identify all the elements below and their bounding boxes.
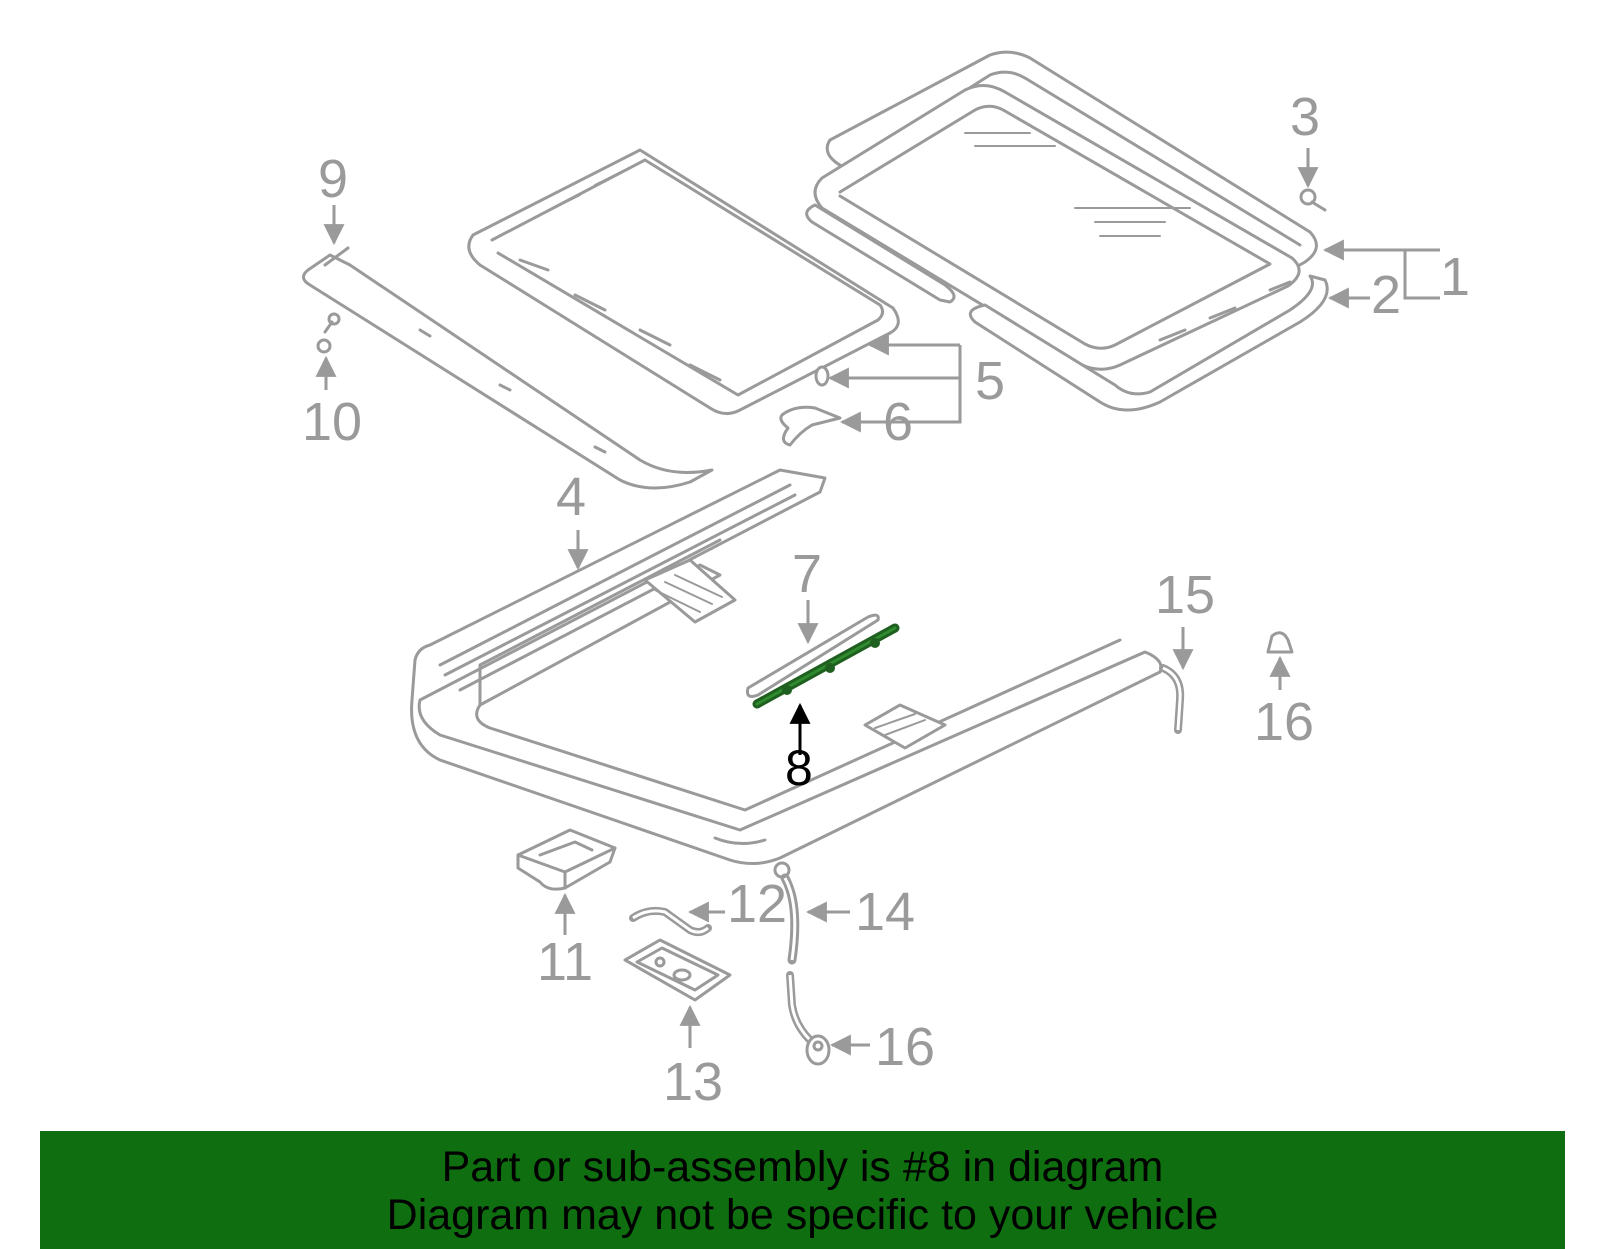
sunroof-frame <box>410 468 1163 865</box>
callout-1: 1 <box>1440 247 1470 307</box>
info-banner: Part or sub-assembly is #8 in diagram Di… <box>40 1131 1565 1249</box>
banner-line-1: Part or sub-assembly is #8 in diagram <box>441 1143 1164 1191</box>
cable-part-8-highlighted <box>752 623 900 709</box>
bracket-part-12 <box>629 906 712 937</box>
sunroof-glass-assembly <box>805 50 1329 412</box>
screw-part-3 <box>1299 188 1327 212</box>
callout-15: 15 <box>1155 565 1215 625</box>
callout-12: 12 <box>727 874 787 934</box>
callout-6: 6 <box>883 392 913 452</box>
callout-9: 9 <box>318 149 348 209</box>
callout-4: 4 <box>556 467 586 527</box>
callout-14: 14 <box>855 882 915 942</box>
clip-part-6 <box>779 365 842 447</box>
callout-11: 11 <box>537 932 593 992</box>
callout-13: 13 <box>663 1052 723 1112</box>
leader-lines <box>315 148 1440 1056</box>
drain-hose-part-15 <box>1159 664 1185 734</box>
guide-rail-part-7 <box>746 613 880 698</box>
callout-8-active: 8 <box>785 740 813 796</box>
banner-line-2: Diagram may not be specific to your vehi… <box>386 1191 1219 1239</box>
callout-16-bottom: 16 <box>875 1017 935 1077</box>
callout-5: 5 <box>975 351 1005 411</box>
wind-deflector <box>302 246 714 490</box>
callout-7: 7 <box>792 544 822 604</box>
callout-3: 3 <box>1290 87 1320 147</box>
drain-hose-part-14 <box>773 861 831 1066</box>
clip-part-10 <box>316 312 341 354</box>
grommet-part-16 <box>1266 631 1294 654</box>
callout-2: 2 <box>1371 265 1401 325</box>
plate-part-13 <box>623 938 732 1002</box>
callout-16-right: 16 <box>1254 692 1314 752</box>
callout-10: 10 <box>302 392 362 452</box>
motor-part-11 <box>516 828 617 891</box>
sunshade-panel <box>467 148 900 415</box>
